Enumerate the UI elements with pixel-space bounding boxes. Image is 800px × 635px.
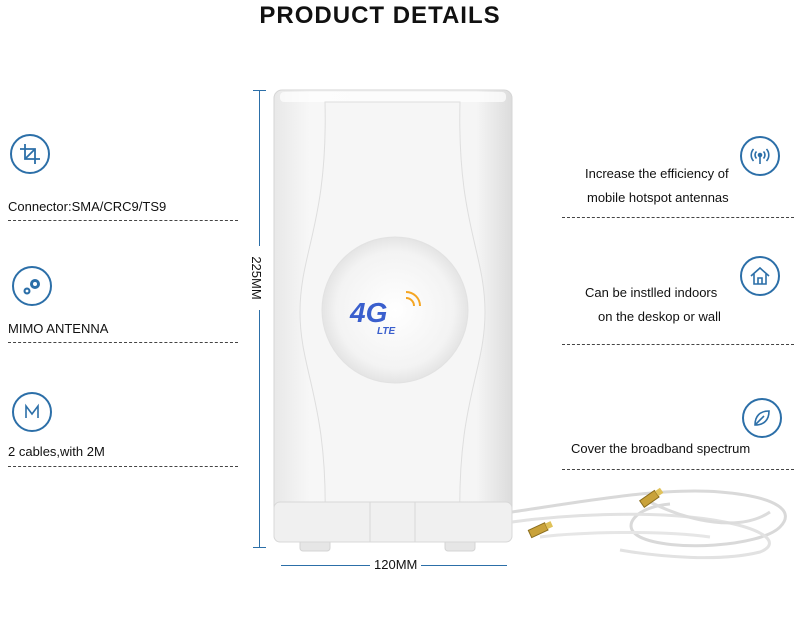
crop-icon [10,134,50,174]
height-dimension-cap [253,90,266,91]
feature-indoors-line2: on the deskop or wall [598,309,721,324]
width-dimension-label: 120MM [370,557,422,572]
feature-indoors-line1: Can be instlled indoors [585,285,718,300]
page-title: PRODUCT DETAILS [259,2,501,29]
feature-cables: 2 cables,with 2M [8,444,105,459]
divider [8,466,238,467]
feature-efficiency-line2: mobile hotspot antennas [587,190,729,205]
divider [8,220,238,221]
divider [8,342,238,343]
leaf-icon [742,398,782,438]
house-icon [740,256,780,296]
height-dimension-cap [253,547,266,548]
letter-m-icon [12,392,52,432]
feature-mimo: MIMO ANTENNA [8,321,109,336]
divider [562,469,794,470]
divider [562,344,794,345]
svg-text:4G: 4G [349,297,387,328]
gears-icon [12,266,52,306]
feature-connector: Connector:SMA/CRC9/TS9 [8,199,167,214]
wifi-signal-icon [740,136,780,176]
feature-spectrum: Cover the broadband spectrum [571,441,751,456]
antenna-product-image: 4G LTE [273,89,787,560]
height-dimension-line [259,90,260,548]
feature-efficiency-line1: Increase the efficiency of [585,166,729,181]
divider [562,217,794,218]
svg-text:LTE: LTE [377,326,395,337]
